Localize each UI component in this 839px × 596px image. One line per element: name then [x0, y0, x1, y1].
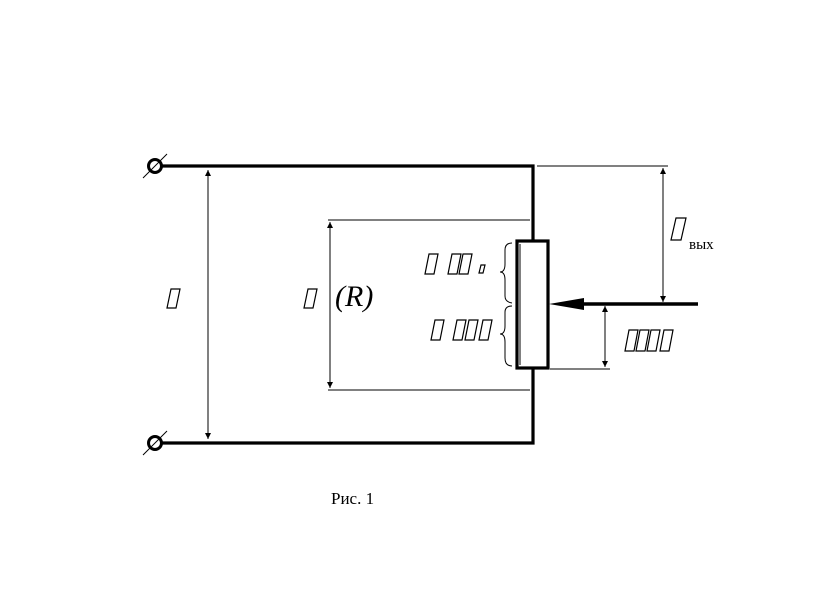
slider-position-symbol [624, 329, 674, 352]
output-voltage-subscript: вых [689, 237, 714, 253]
output-voltage-dimension [537, 165, 668, 302]
resistance-dimension [327, 219, 530, 391]
bottom-wire [162, 368, 535, 445]
input-terminal-bottom [142, 430, 168, 456]
lower-brace [499, 305, 513, 367]
top-wire [162, 164, 535, 241]
slider-position-dimension [550, 306, 610, 370]
upper-brace [499, 242, 513, 304]
divider-ratio-symbol-glyph [303, 288, 318, 309]
resistor [515, 239, 550, 370]
figure-caption: Рис. 1 [331, 489, 374, 508]
output-voltage-symbol [670, 217, 687, 241]
input-terminal-top [142, 153, 168, 179]
upper-part-symbol [424, 253, 486, 275]
divider-ratio-arg-label: (R) [335, 280, 373, 313]
slider-wiper [549, 298, 698, 310]
input-voltage-symbol [166, 288, 181, 309]
lower-part-symbol [430, 319, 493, 341]
